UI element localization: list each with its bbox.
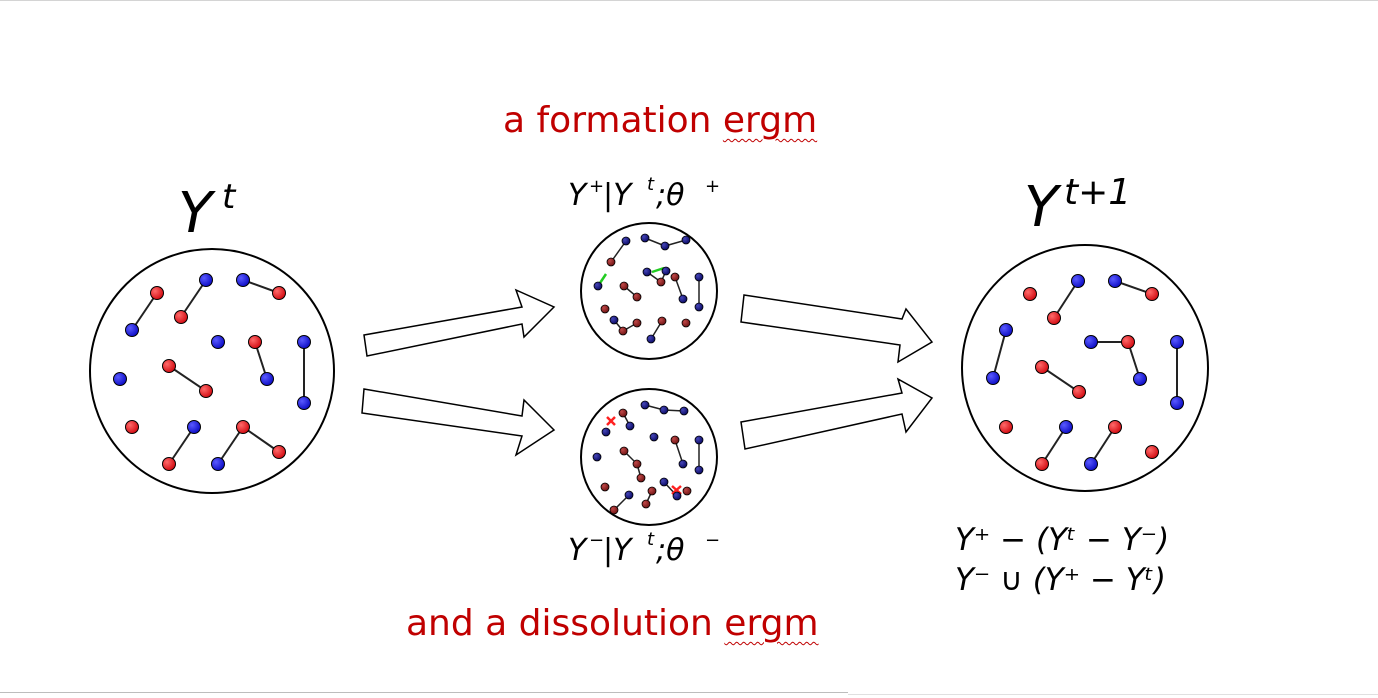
nodes-left [113,273,311,471]
formation-label-base: Y [568,178,589,213]
nodes-formation [593,233,704,344]
dissolution-label: Y − |Y t ;θ − [568,529,720,568]
formation-label-theta: ;θ [656,178,684,213]
arrow-left-to-dissolution [361,388,556,457]
left-label-base: Y [178,181,216,246]
network-circle-left [89,248,335,494]
network-circle-dissolution [580,388,718,526]
right-label-base: Y [1024,175,1062,240]
formation-label: Y + |Y t ;θ + [568,174,720,213]
bottom-border-right [848,694,1378,695]
right-label: Y t+1 [1024,172,1131,240]
equation-1: Y⁺ − (Yᵗ − Y⁻) [955,522,1169,558]
dissolution-caption-model: ergm [724,603,819,644]
right-equations: Y⁺ − (Yᵗ − Y⁻) Y⁻ ∪ (Y⁺ − Yᵗ) [955,522,1169,598]
left-label-sup: t [222,177,237,217]
arrow-dissolution-to-right [740,377,934,450]
formation-caption-prefix: a formation [503,100,723,141]
dissolution-caption: and a dissolution ergm [406,603,819,644]
dissolution-label-bar-sup: t [647,529,655,550]
left-label: Y t [178,177,237,246]
dissolution-label-sup: − [589,530,604,551]
formation-label-sup: + [589,176,604,197]
network-circle-right [961,244,1209,492]
bottom-border [0,692,848,693]
equation-2: Y⁻ ∪ (Y⁺ − Yᵗ) [955,562,1166,598]
dissolution-label-base: Y [568,533,589,568]
dissolution-label-theta: ;θ [656,533,684,568]
formation-caption-model: ergm [722,100,818,141]
nodes-dissolution [592,400,704,515]
dissolution-label-theta-sup: − [705,530,720,551]
dissolution-label-bar: |Y [603,533,634,568]
ties-left [131,279,305,465]
formation-label-bar-sup: t [647,174,655,195]
network-circle-formation [580,222,718,360]
nodes-right [986,274,1184,471]
top-border [0,0,1378,1]
formation-caption: a formation ergm [503,100,817,141]
right-label-sup: t+1 [1064,172,1131,213]
formation-label-bar: |Y [603,178,634,213]
arrow-left-to-formation [363,288,556,357]
arrow-formation-to-right [740,294,934,364]
formation-label-theta-sup: + [705,176,720,197]
dissolution-caption-prefix: and a dissolution [406,603,725,644]
added-tie-2 [651,266,665,274]
removed-ties-dissolution [606,416,682,495]
removed-tie-1 [606,416,616,426]
